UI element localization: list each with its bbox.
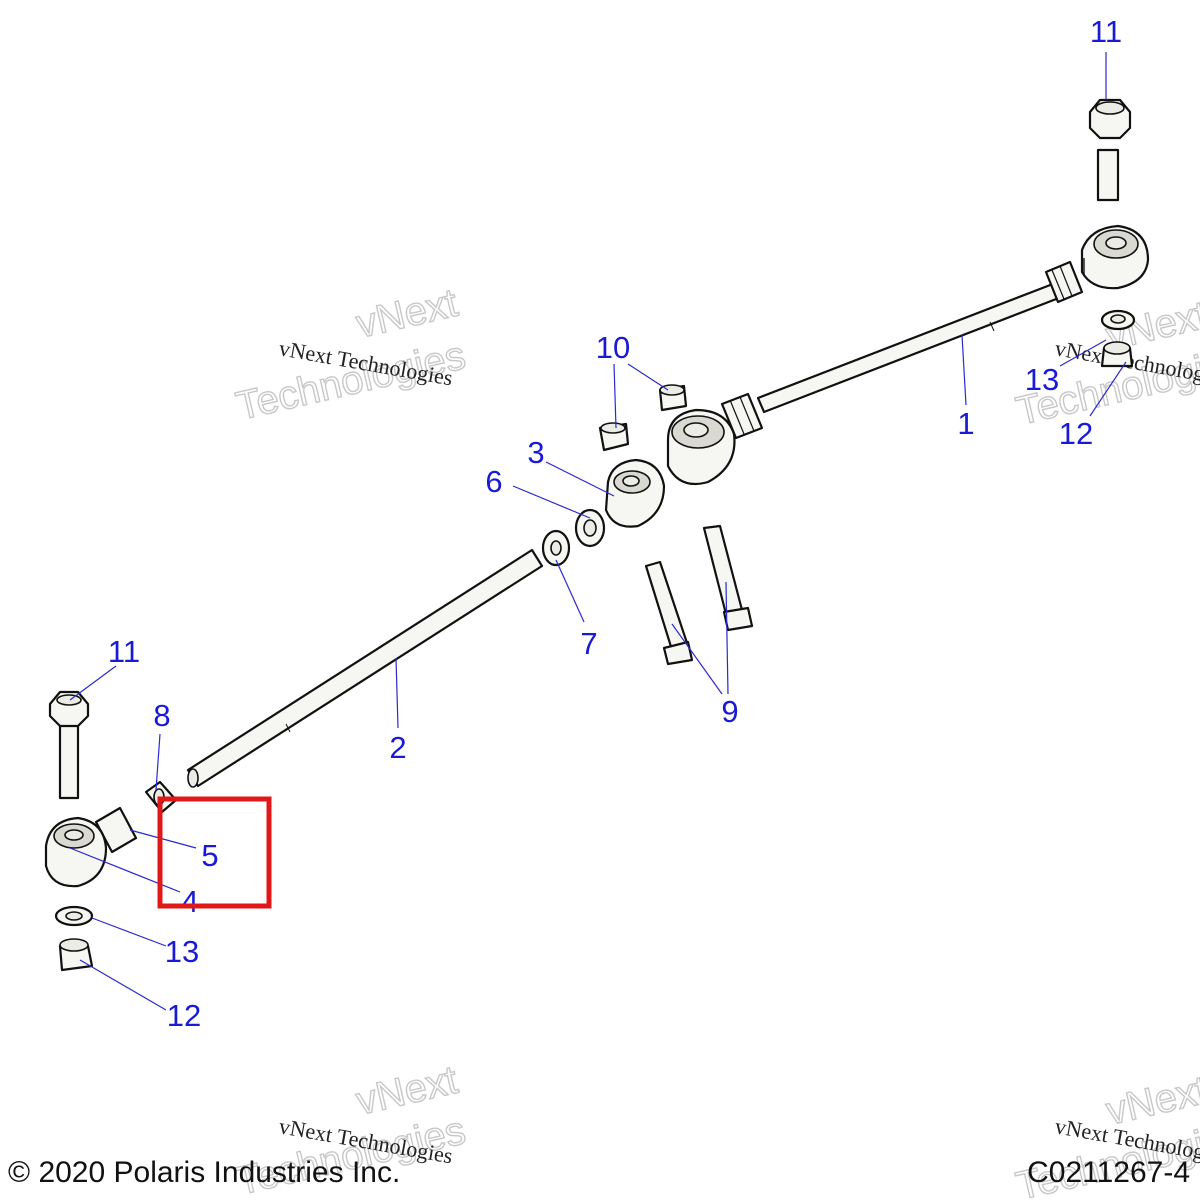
part-9-bolt-a [644,560,694,666]
footer-copyright: © 2020 Polaris Industries Inc. [8,1156,400,1189]
callout-4: 4 [181,884,198,919]
part-9-bolt-b [702,524,754,632]
callout-12-left: 12 [167,998,201,1033]
callout-9: 9 [721,694,738,729]
callout-7: 7 [580,626,597,661]
callout-11-top: 11 [1090,14,1122,49]
rod-end-middle-large [666,408,736,486]
part-13-washer-top [1100,309,1136,331]
part-6-jam-nut [574,508,606,548]
part-12-nut-top [1100,341,1134,368]
part-10-nut-a [598,422,630,452]
part-11-bolt-left [48,690,90,800]
highlight-box [157,796,272,909]
part-4-rod-end-left [44,806,138,888]
part-2-rod [186,548,544,788]
part-11-bolt-top [1088,98,1132,202]
part-13-washer-left [54,905,94,927]
part-10-nut-b [658,384,688,412]
callout-3: 3 [527,435,544,470]
callout-13-top: 13 [1025,362,1059,397]
part-12-nut-left [58,938,94,972]
callout-5: 5 [201,838,218,873]
callout-labels: 1 2 3 4 5 6 7 8 9 10 11 11 12 12 13 13 [108,14,1122,1033]
leader-lines [69,52,1127,1011]
callout-11-left: 11 [108,634,140,669]
callout-8: 8 [153,698,170,733]
watermark-top-left: vNext Technologies vNext Technologies [231,280,470,429]
callout-13-left: 13 [165,934,199,969]
part-7-nut [541,529,571,567]
callout-6: 6 [485,464,502,499]
footer-diagram-code: C0211267-4 [1027,1156,1190,1189]
callout-1: 1 [957,406,974,441]
callout-10: 10 [596,330,630,365]
rod-end-right [1080,224,1150,290]
part-3-rod-end [604,458,666,528]
callout-2: 2 [389,730,406,765]
callout-12-top: 12 [1059,416,1093,451]
